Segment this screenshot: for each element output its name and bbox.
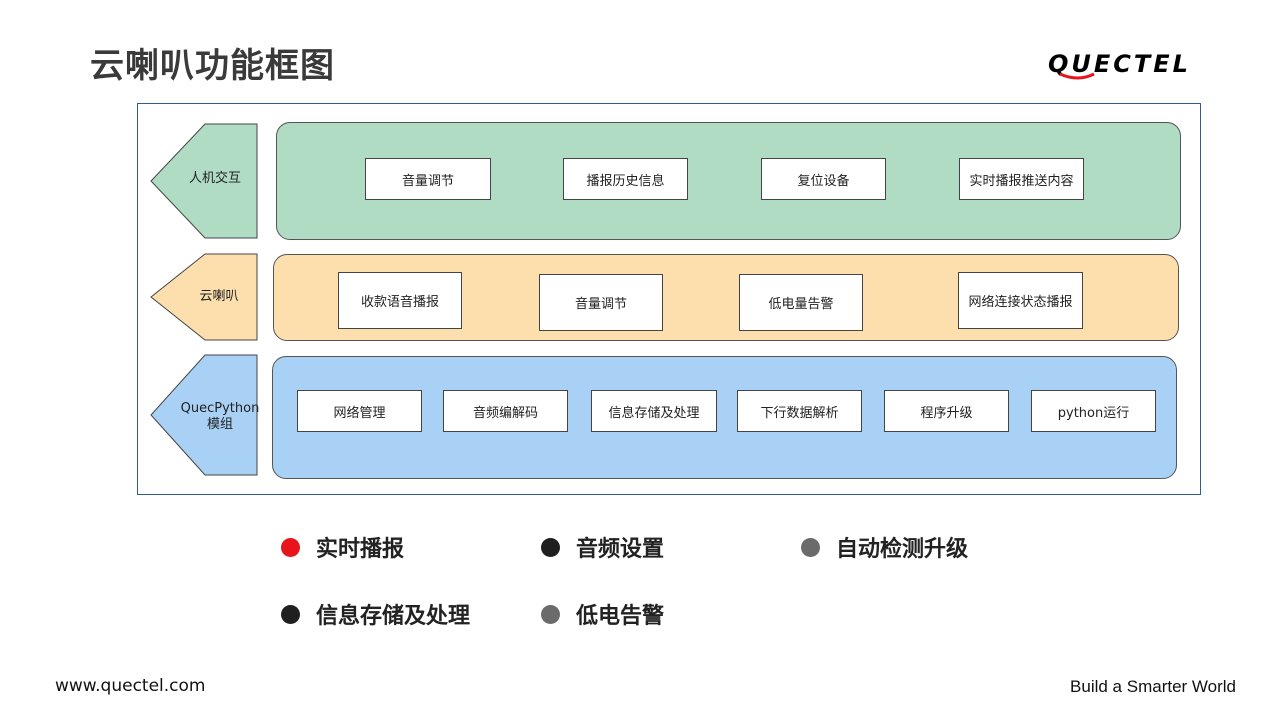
function-box: 音量调节	[365, 158, 491, 200]
function-box: 网络连接状态播报	[958, 272, 1083, 329]
feature-item: 自动检测升级	[801, 531, 968, 563]
function-box: 播报历史信息	[563, 158, 688, 200]
logo-text: QUECTEL	[1048, 50, 1191, 78]
slide-title: 云喇叭功能框图	[90, 46, 335, 86]
quectel-logo: QUECTEL	[1048, 48, 1242, 82]
feature-item: 实时播报	[281, 531, 404, 563]
function-box: 程序升级	[884, 390, 1009, 432]
bullet-dot	[541, 537, 560, 557]
footer-slogan: Build a Smarter World	[1070, 677, 1236, 696]
feature-item: 信息存储及处理	[281, 598, 470, 630]
bullet-dot	[281, 604, 300, 624]
layer-label-module-line1: QuecPython	[180, 401, 260, 416]
feature-label: 自动检测升级	[836, 537, 969, 562]
diagram-frame	[137, 103, 1201, 495]
function-box: 音频编解码	[443, 390, 568, 432]
bullet-dot	[801, 537, 820, 557]
function-box: python运行	[1031, 390, 1156, 432]
panel-quecpython-module	[272, 356, 1177, 479]
bullet-dot	[281, 537, 300, 557]
layer-label-human: 人机交互	[188, 171, 241, 186]
feature-item: 低电告警	[541, 598, 664, 630]
feature-label: 信息存储及处理	[316, 604, 471, 629]
feature-label: 音频设置	[576, 537, 665, 562]
function-box: 网络管理	[297, 390, 422, 432]
bullet-dot	[541, 604, 560, 624]
function-box: 音量调节	[539, 274, 663, 331]
layer-label-cloud: 云喇叭	[199, 289, 239, 304]
feature-label: 实时播报	[316, 537, 405, 562]
layer-label-module-line2: 模组	[206, 417, 233, 432]
feature-label: 低电告警	[576, 604, 665, 629]
function-box: 信息存储及处理	[591, 390, 717, 432]
function-box: 收款语音播报	[338, 272, 462, 329]
function-box: 低电量告警	[739, 274, 863, 331]
function-box: 下行数据解析	[737, 390, 862, 432]
footer-website: www.quectel.com	[55, 676, 206, 696]
layer-label-module: QuecPython 模组	[176, 401, 264, 433]
feature-item: 音频设置	[541, 531, 664, 563]
function-box: 实时播报推送内容	[959, 158, 1084, 200]
function-box: 复位设备	[761, 158, 886, 200]
